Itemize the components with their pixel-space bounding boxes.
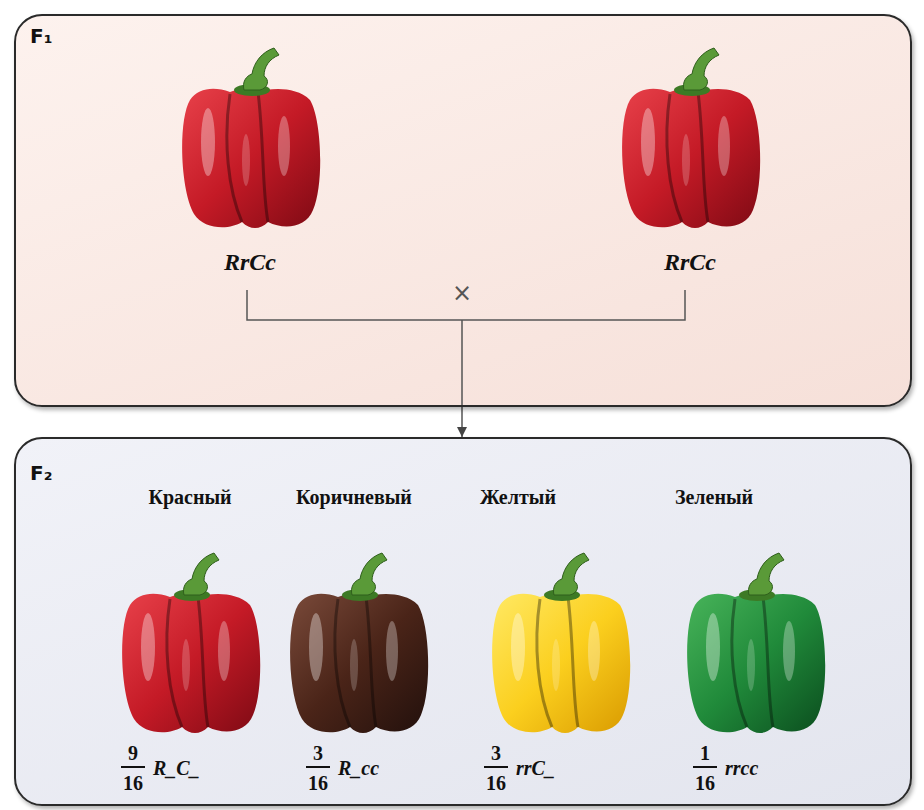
label-slot: 3 bbox=[313, 742, 323, 764]
cross-sign: × bbox=[452, 280, 472, 306]
generation-panel: F₁ bbox=[14, 14, 912, 407]
genotype-label: rrC_ bbox=[516, 757, 555, 779]
yellow-pepper bbox=[492, 553, 630, 733]
parents-illustration bbox=[16, 16, 910, 405]
label-slot: RrCc bbox=[664, 249, 716, 275]
label-slot: 1 bbox=[700, 742, 710, 764]
phenotype-label: Красный bbox=[148, 486, 231, 508]
red-pepper bbox=[182, 48, 320, 228]
label-slot: rrcc bbox=[725, 757, 758, 779]
label-slot: 16 bbox=[123, 772, 143, 794]
generation-label: F₁ bbox=[30, 24, 52, 48]
label-slot: 3 bbox=[491, 742, 501, 764]
fraction-bar bbox=[121, 766, 145, 768]
fraction-bar bbox=[693, 766, 717, 768]
genotype-label: RrCc bbox=[664, 249, 716, 275]
inheritance-arrow bbox=[461, 407, 463, 437]
genotype-label: RrCc bbox=[224, 249, 276, 275]
label-slot: × bbox=[452, 280, 472, 306]
ratio-number: 9 bbox=[128, 742, 138, 764]
label-slot: 9 bbox=[128, 742, 138, 764]
brown-pepper bbox=[290, 553, 428, 733]
label-slot: RrCc bbox=[224, 249, 276, 275]
ratio-number: 1 bbox=[700, 742, 710, 764]
label-slot: 16 bbox=[695, 772, 715, 794]
phenotype-label: Желтый bbox=[480, 486, 556, 508]
phenotype-label: Коричневый bbox=[296, 486, 412, 508]
label-slot: rrC_ bbox=[516, 757, 555, 779]
label-slot: Коричневый bbox=[296, 486, 412, 508]
generation-label: F₂ bbox=[30, 461, 52, 485]
fraction-bar bbox=[484, 766, 508, 768]
ratio-number: 3 bbox=[491, 742, 501, 764]
label-slot: Зеленый bbox=[675, 486, 753, 508]
red-pepper bbox=[622, 48, 760, 228]
green-pepper bbox=[687, 553, 825, 733]
label-slot: Желтый bbox=[480, 486, 556, 508]
phenotype-label: Зеленый bbox=[675, 486, 753, 508]
fraction-bar bbox=[306, 766, 330, 768]
genotype-label: rrcc bbox=[725, 757, 758, 779]
ratio-number: 16 bbox=[486, 772, 506, 794]
genotype-label: R_C_ bbox=[153, 757, 200, 779]
label-slot: R_C_ bbox=[153, 757, 200, 779]
ratio-number: 16 bbox=[123, 772, 143, 794]
ratio-number: 16 bbox=[308, 772, 328, 794]
ratio-number: 16 bbox=[695, 772, 715, 794]
bracket-stem bbox=[461, 320, 463, 405]
label-slot: R_cc bbox=[338, 757, 379, 779]
label-slot: Красный bbox=[148, 486, 231, 508]
label-slot: 16 bbox=[308, 772, 328, 794]
red-pepper bbox=[122, 553, 260, 733]
genotype-label: R_cc bbox=[338, 757, 379, 779]
label-slot: 16 bbox=[486, 772, 506, 794]
ratio-number: 3 bbox=[313, 742, 323, 764]
